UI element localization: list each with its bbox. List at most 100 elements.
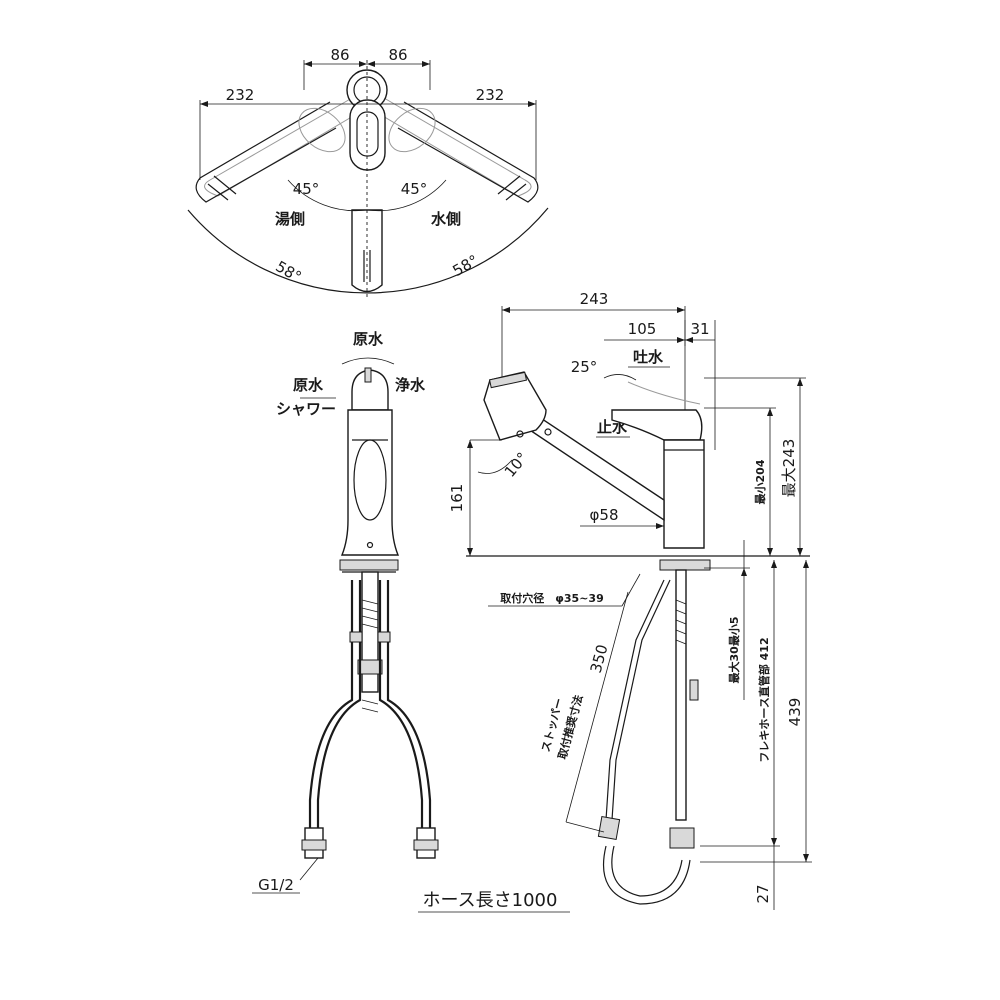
thread-spec-label: G1/2 [258,876,294,894]
hose-weight [597,816,621,840]
lever-open-ghost [627,381,701,405]
raw-water-top-label: 原水 [353,330,384,348]
angle-left-58: 58° [272,257,304,286]
dim-350-ext [565,821,605,833]
stopper-clip [689,679,699,701]
dim-86-left-label: 86 [330,46,349,64]
arrow [797,548,803,556]
arrow [528,101,536,107]
right-hose-outer [378,580,424,830]
hot-ghost-handle [298,107,346,153]
arrow [467,548,473,556]
hose-clamp [349,631,363,643]
arrow [422,61,430,67]
dim-27-label: 27 [754,884,772,903]
arrow [803,854,809,862]
hose-loop-inner [611,845,683,897]
arrow [797,378,803,386]
angle-25-label: 25° [571,358,598,376]
dim-31-label: 31 [690,320,709,338]
right-hose-inner [386,580,432,830]
faucet-body-front [340,409,400,556]
mode-arc [341,357,395,365]
right-fitting-nut [413,839,439,851]
angle-hot-45: 45° [293,180,320,198]
spout-top [351,209,383,293]
pullout-hose-2 [611,579,671,821]
mounting-base [339,559,399,571]
dim-232-left-label: 232 [226,86,255,104]
arrow [677,337,685,343]
mount-hole-label: 取付穴径 φ35~39 [500,591,603,605]
cold-side-label: 水側 [431,210,461,228]
left-hose-inner [308,580,354,830]
bottom-fitting [669,827,695,849]
left-hose-outer [316,580,362,830]
hose-clamp [377,631,391,643]
hot-side-ghost-lever [204,97,361,197]
arrow [803,560,809,568]
spray-head-side [483,371,547,441]
arrow [367,61,375,67]
head-cap [488,371,528,389]
mode-switch [364,367,372,383]
hose-loop-outer [602,845,691,905]
flex-412-label: フレキホース直管部 412 [757,637,771,762]
max30-label: 最大30最小5 [727,617,741,684]
pipe-thread [675,599,687,645]
arrow [200,101,208,107]
min204-label: 最小204 [753,459,767,504]
lever-handle-top [349,99,386,171]
top-view: 86 86 232 232 45° 45° 湯側 水側 58° 58° [187,46,549,300]
arrow [467,440,473,448]
body-dot [366,541,374,549]
max243-label: 最大243 [780,439,798,498]
head-nozzle [516,430,524,438]
lever-handle-slot [356,111,379,157]
head-button [544,428,552,436]
cold-ghost-handle [388,107,436,153]
dim-161-label: 161 [448,484,466,513]
phi58-label: φ58 [590,506,619,524]
spout-head-lines [363,250,371,282]
arrow [656,523,664,529]
arrow [304,61,312,67]
left-fitting-nut [301,839,327,851]
purified-water-label: 浄水 [395,376,426,394]
dim-243-label: 243 [580,290,609,308]
lever-arc-25 [603,374,637,381]
mount-hole-leader [621,573,641,607]
counter-slab [659,559,711,571]
body-oval [353,439,387,521]
pullout-hose-1 [605,579,665,821]
arrow [771,560,777,568]
hot-lever-grip [207,175,237,201]
raw-water-left-label: 原水 [293,376,324,394]
spout-label: 吐水 [633,348,664,366]
dim-86-right-label: 86 [388,46,407,64]
dim-350-label: 350 [587,643,612,675]
thread-marks [361,599,379,713]
swing-arc [187,207,549,294]
hot-45-arc [287,179,368,212]
thread-leader [299,857,319,881]
faucet-body-side [663,439,705,549]
spray-head-front [351,369,389,411]
angle-10-arc [477,459,513,474]
dim-105-label: 105 [628,320,657,338]
arrow [359,61,367,67]
side-view: 243 105 31 25° 吐水 止水 10° 161 [448,290,812,910]
dim-350-line [565,591,629,823]
angle-10-label: 10° [501,449,532,481]
angle-cold-45: 45° [401,180,428,198]
hose-length-label: ホース長さ1000 [423,890,558,911]
dim-232-right-label: 232 [476,86,505,104]
supply-pipe [675,569,687,821]
front-view: 原水 原水 浄水 シャワー G1/2 ホース長さ1 [252,330,570,913]
nut [357,659,383,675]
cold-lever-grip [497,175,527,201]
cold-side-ghost-lever [375,97,532,197]
arrow [767,548,773,556]
arrow [767,408,773,416]
